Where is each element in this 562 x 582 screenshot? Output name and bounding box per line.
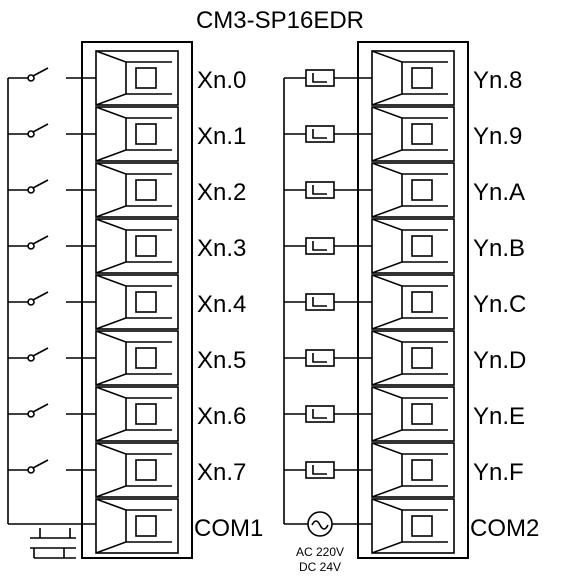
terminal-screw [411, 403, 433, 425]
terminal-screw [135, 347, 157, 369]
switch-contact-icon [8, 291, 96, 306]
right-terminal-labels: Yn.8 Yn.9 Yn.A Yn.B Yn.C Yn.D Yn.E Yn.F … [470, 67, 539, 542]
terminal-screw [411, 179, 433, 201]
left-terminal-label: Xn.3 [197, 235, 246, 262]
left-terminal-label: Xn.5 [197, 347, 246, 374]
terminal-cell [95, 106, 179, 162]
terminal-cell [371, 218, 455, 274]
input-wiring [7, 67, 96, 525]
terminal-screw [135, 123, 157, 145]
switch-contact-icon [8, 403, 96, 418]
switch-contact-icon [8, 67, 96, 82]
terminal-cell [371, 162, 455, 218]
terminal-screw [411, 459, 433, 481]
left-terminal-label: Xn.2 [197, 179, 246, 206]
ac-source-icon [307, 511, 333, 537]
terminal-screw [411, 123, 433, 145]
load-coil-icon [284, 349, 372, 367]
right-terminal-label: Yn.A [473, 179, 525, 206]
left-terminal-label: Xn.1 [197, 123, 246, 150]
left-terminal-label: Xn.6 [197, 403, 246, 430]
load-coil-icon [284, 69, 372, 87]
ac-wave [311, 520, 329, 530]
terminal-cell [95, 50, 179, 106]
terminal-screw [135, 515, 157, 537]
left-terminal-label: Xn.0 [197, 67, 246, 94]
right-terminal-label: COM2 [470, 515, 539, 542]
load-coil-icon [284, 125, 372, 143]
terminal-screw [135, 459, 157, 481]
left-terminal-label: Xn.7 [197, 459, 246, 486]
terminal-cell [371, 274, 455, 330]
terminal-screw [411, 515, 433, 537]
terminal-cell [95, 330, 179, 386]
terminal-cell [95, 442, 179, 498]
switch-contact-icon [8, 123, 96, 138]
terminal-cell [95, 162, 179, 218]
terminal-screw [135, 235, 157, 257]
terminal-cell [371, 106, 455, 162]
right-terminal-block [357, 41, 469, 559]
terminal-cell [371, 330, 455, 386]
load-coil-icon [284, 237, 372, 255]
terminal-screw [411, 291, 433, 313]
right-terminal-label: Yn.D [473, 347, 526, 374]
terminal-cell [95, 386, 179, 442]
terminal-cell [95, 274, 179, 330]
power-source-line1: AC 220V [296, 545, 344, 559]
switch-contact-icon [8, 179, 96, 194]
left-terminal-label: COM1 [194, 515, 263, 542]
right-terminal-label: Yn.B [473, 235, 525, 262]
load-coil-icon [284, 181, 372, 199]
module-title: CM3-SP16EDR [196, 7, 364, 34]
switch-contact-icon [8, 459, 96, 474]
terminal-screw [135, 179, 157, 201]
load-coil-icon [284, 293, 372, 311]
terminal-cell [371, 442, 455, 498]
terminal-screw [411, 347, 433, 369]
right-terminal-label: Yn.8 [473, 67, 522, 94]
terminal-cell [95, 218, 179, 274]
output-wiring [283, 69, 372, 525]
terminal-cell [371, 50, 455, 106]
load-coil-icon [284, 405, 372, 423]
dc-battery-icon [30, 528, 76, 559]
switch-contact-icon [8, 347, 96, 362]
left-terminal-label: Xn.4 [197, 291, 246, 318]
terminal-screw [135, 403, 157, 425]
terminal-cell [371, 386, 455, 442]
switch-contact-icon [8, 235, 96, 250]
left-terminal-cells [95, 50, 179, 554]
terminal-screw [411, 67, 433, 89]
left-terminal-labels: Xn.0 Xn.1 Xn.2 Xn.3 Xn.4 Xn.5 Xn.6 Xn.7 … [194, 67, 263, 542]
right-terminal-label: Yn.E [473, 403, 525, 430]
terminal-screw [135, 67, 157, 89]
right-terminal-label: Yn.9 [473, 123, 522, 150]
terminal-cell [95, 498, 179, 554]
terminal-screw [135, 291, 157, 313]
left-terminal-block [81, 41, 193, 559]
load-coil-icon [284, 461, 372, 479]
right-terminal-label: Yn.C [473, 291, 526, 318]
terminal-screw [411, 235, 433, 257]
right-terminal-label: Yn.F [473, 459, 524, 486]
power-source-line2: DC 24V [299, 560, 341, 574]
terminal-cell [371, 498, 455, 554]
right-terminal-cells [371, 50, 455, 554]
